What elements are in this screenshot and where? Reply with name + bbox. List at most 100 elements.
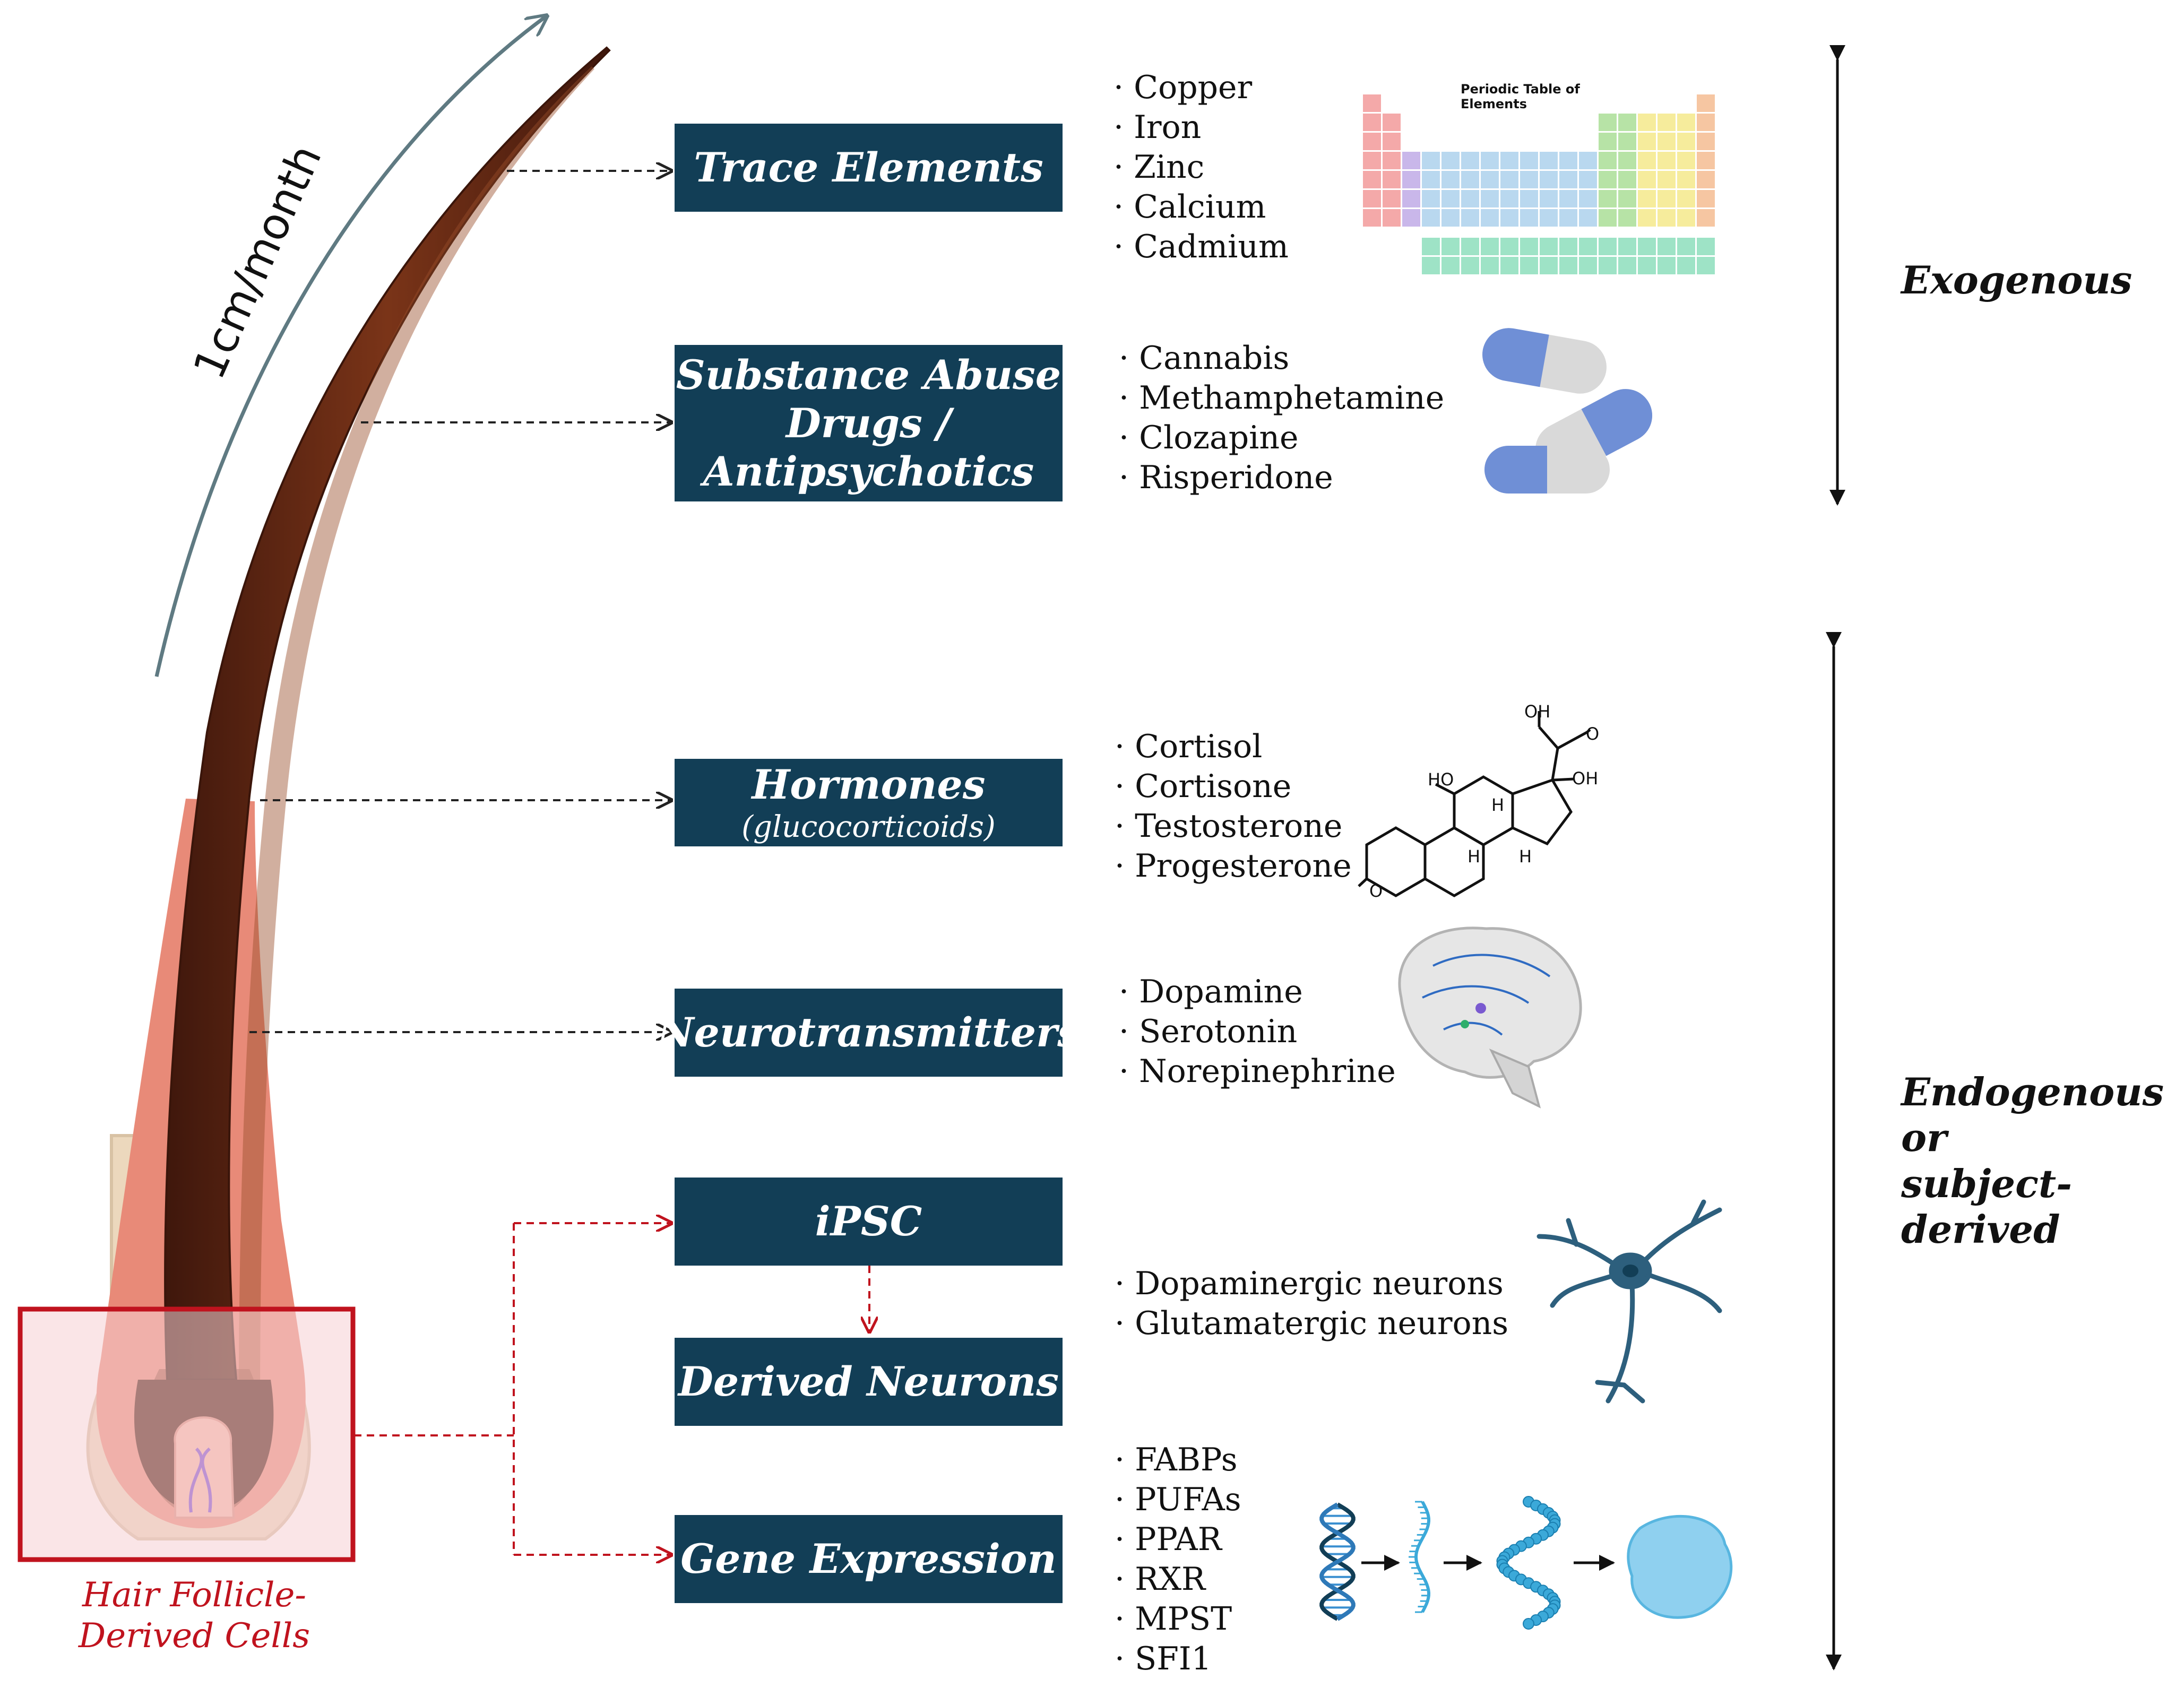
- list-item: Zinc: [1113, 148, 1289, 187]
- periodic-table-cell: [1618, 190, 1636, 207]
- list-item: Copper: [1113, 68, 1289, 108]
- periodic-table-cell: [1579, 190, 1597, 207]
- periodic-table-cell: [1520, 257, 1538, 274]
- periodic-table-cell: [1697, 94, 1715, 112]
- mol-h-3: H: [1519, 846, 1532, 867]
- neuron-icon: [1536, 1199, 1722, 1404]
- periodic-table-cell: [1618, 114, 1636, 131]
- periodic-table-cell: [1363, 152, 1381, 169]
- periodic-table-cell: [1559, 257, 1577, 274]
- hormones-label: Hormones: [752, 761, 986, 809]
- periodic-table-cell: [1402, 171, 1420, 188]
- periodic-table-cell: [1500, 238, 1518, 255]
- periodic-table-cell: [1422, 152, 1440, 169]
- periodic-table-cell: [1383, 114, 1401, 131]
- periodic-table-cell: [1658, 171, 1676, 188]
- periodic-table-cell: [1461, 190, 1479, 207]
- growth-arrow: [154, 16, 547, 677]
- neurons-list: Dopaminergic neurons Glutamatergic neuro…: [1115, 1264, 1508, 1344]
- periodic-table-title-2: Elements: [1461, 97, 1527, 111]
- list-item: Glutamatergic neurons: [1115, 1304, 1508, 1344]
- list-item: Methamphetamine: [1119, 378, 1444, 418]
- periodic-table-cell: [1363, 171, 1381, 188]
- periodic-table-cell: [1559, 190, 1577, 207]
- periodic-table-cell: [1618, 171, 1636, 188]
- periodic-table-cell: [1677, 238, 1695, 255]
- mol-o-left: O: [1369, 881, 1383, 901]
- periodic-table-cell: [1677, 209, 1695, 227]
- periodic-table-cell: [1520, 209, 1538, 227]
- trace-elements-box: Trace Elements: [675, 124, 1063, 212]
- periodic-table-cell: [1677, 257, 1695, 274]
- periodic-table-cell: [1638, 238, 1656, 255]
- periodic-table-cell: [1599, 114, 1617, 131]
- periodic-table-cell: [1540, 152, 1558, 169]
- endogenous-line-2: subject-derived: [1901, 1161, 2073, 1252]
- neurotransmitters-label: Neurotransmitters: [657, 1009, 1080, 1057]
- periodic-table-cell: [1658, 114, 1676, 131]
- substance-list: Cannabis Methamphetamine Clozapine Rispe…: [1119, 339, 1444, 498]
- list-item: Cortisone: [1115, 767, 1352, 807]
- list-item: Iron: [1113, 108, 1289, 148]
- substance-label-line-3: Antipsychotics: [703, 448, 1034, 496]
- periodic-table-cell: [1540, 238, 1558, 255]
- substance-abuse-box: Substance Abuse Drugs / Antipsychotics: [675, 345, 1063, 501]
- periodic-table-cell: [1559, 238, 1577, 255]
- follicle-label-line-2: Derived Cells: [78, 1616, 310, 1656]
- endogenous-line-1: Endogenous or: [1901, 1069, 2164, 1161]
- periodic-table-cell: [1697, 190, 1715, 207]
- periodic-table-cell: [1618, 209, 1636, 227]
- list-item: Progesterone: [1115, 846, 1351, 886]
- list-item: SFI1: [1115, 1639, 1241, 1679]
- mol-oh-top: OH: [1524, 702, 1550, 722]
- periodic-table-cell: [1559, 152, 1577, 169]
- periodic-table-cell: [1363, 190, 1381, 207]
- periodic-table-cell: [1481, 209, 1499, 227]
- periodic-table-cell: [1677, 152, 1695, 169]
- periodic-table-cell: [1363, 133, 1381, 150]
- hormones-sublabel: (glucocorticoids): [741, 809, 996, 844]
- substance-label-line-1: Substance Abuse: [676, 351, 1061, 399]
- periodic-table-cell: [1383, 152, 1401, 169]
- periodic-table-cell: [1441, 238, 1460, 255]
- periodic-table-cell: [1677, 133, 1695, 150]
- periodic-table-cell: [1599, 257, 1617, 274]
- list-item: Calcium: [1113, 187, 1289, 227]
- periodic-table-cell: [1658, 152, 1676, 169]
- periodic-table-cell: [1697, 152, 1715, 169]
- list-item: Serotonin: [1119, 1012, 1396, 1052]
- periodic-table-cell: [1697, 171, 1715, 188]
- periodic-table-cell: [1638, 114, 1656, 131]
- list-item: RXR: [1115, 1560, 1241, 1599]
- periodic-table-cell: [1697, 257, 1715, 274]
- rate-label: 1cm/month: [184, 137, 331, 386]
- periodic-table-cell: [1618, 152, 1636, 169]
- periodic-table-cell: [1599, 171, 1617, 188]
- periodic-table-cell: [1677, 171, 1695, 188]
- periodic-table-cell: [1422, 238, 1440, 255]
- periodic-table-cell: [1618, 257, 1636, 274]
- list-item: Norepinephrine: [1119, 1052, 1396, 1092]
- periodic-table-cell: [1481, 257, 1499, 274]
- mol-oh-right: OH: [1572, 768, 1598, 789]
- periodic-table-cell: [1618, 133, 1636, 150]
- neurotransmitters-list: Dopamine Serotonin Norepinephrine: [1119, 972, 1396, 1092]
- periodic-table-cell: [1579, 171, 1597, 188]
- mol-ho: HO: [1428, 769, 1454, 790]
- brain-icon: [1398, 927, 1582, 1109]
- list-item: Testosterone: [1115, 807, 1352, 846]
- ipsc-label: iPSC: [815, 1198, 922, 1245]
- periodic-table-cell: [1481, 171, 1499, 188]
- periodic-table-cell: [1500, 171, 1518, 188]
- periodic-table-cell: [1520, 171, 1538, 188]
- periodic-table-cell: [1579, 238, 1597, 255]
- periodic-table-cell: [1559, 209, 1577, 227]
- endogenous-label: Endogenous or subject-derived: [1901, 1069, 2184, 1253]
- periodic-table-cell: [1441, 209, 1460, 227]
- periodic-table-cell: [1638, 257, 1656, 274]
- list-item: Cortisol: [1115, 727, 1352, 767]
- periodic-table-cell: [1481, 152, 1499, 169]
- list-item: Dopamine: [1119, 972, 1396, 1012]
- periodic-table-cell: [1441, 152, 1460, 169]
